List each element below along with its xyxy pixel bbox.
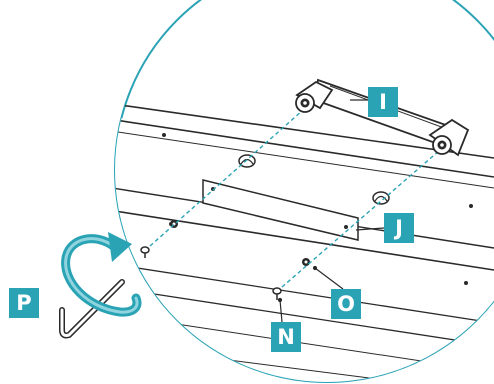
callout-label-plate: J xyxy=(384,213,414,243)
callout-label-handle: I xyxy=(368,87,398,117)
callout-label-hex-key: P xyxy=(9,288,39,318)
callout-label-screw: N xyxy=(271,322,301,352)
callout-label-nut: O xyxy=(331,289,361,319)
